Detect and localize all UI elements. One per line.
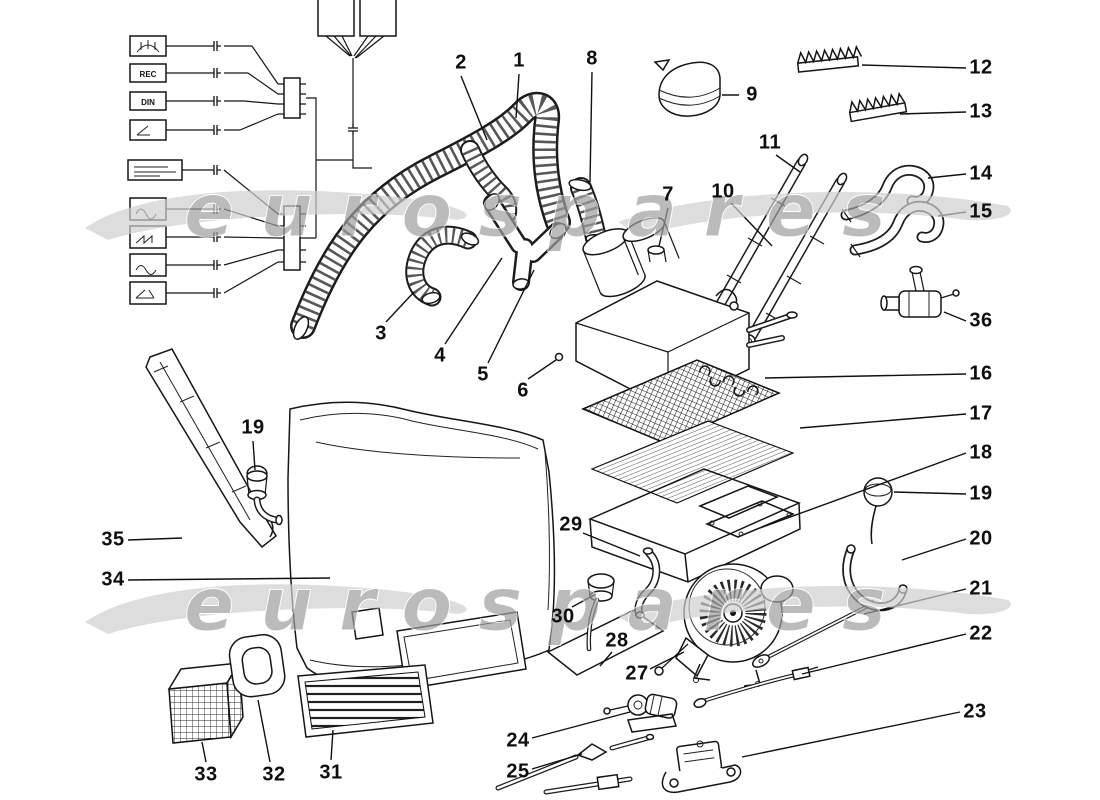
- leader-line-1: [515, 73, 520, 119]
- leader-line-22: [801, 633, 967, 675]
- y-duct-4-5: [483, 193, 567, 291]
- air-filter-33: [167, 660, 244, 744]
- switch-box-4: [129, 119, 167, 141]
- leader-line-28: [599, 651, 613, 667]
- lower-housing-18: [587, 468, 802, 583]
- leader-line-17: [799, 413, 967, 429]
- switch-icon: [135, 289, 155, 299]
- defrost-icon: [136, 40, 160, 53]
- panel-cutout-small: [351, 607, 384, 640]
- leader-line-13: [899, 111, 967, 115]
- relay-box-1: [317, 0, 355, 37]
- water-valve-36: [880, 265, 960, 318]
- hose-elbow-2: [460, 140, 518, 223]
- switch-icon: [135, 234, 153, 245]
- fan-blades: [699, 579, 767, 647]
- watermark-swoosh: [85, 584, 467, 634]
- check-valve-25: [495, 733, 655, 791]
- duct-collar-32: [228, 633, 286, 698]
- watermark-swoosh: [618, 586, 1011, 630]
- bottom-hose-partial: [543, 773, 633, 795]
- leader-line-23: [741, 711, 961, 758]
- leader-line-34: [127, 577, 331, 581]
- switch-icon: [135, 265, 157, 275]
- leader-line-5: [487, 269, 535, 364]
- watermark-row-2: eurospares: [85, 562, 1011, 648]
- grommet-19-left: [246, 465, 283, 526]
- leader-line-14: [927, 173, 967, 179]
- watermark-swoosh: [618, 192, 1011, 236]
- leader-line-33: [201, 741, 207, 763]
- leader-line-32: [257, 699, 271, 763]
- watermark-text: eurospares: [184, 562, 912, 648]
- leader-line-20: [901, 538, 967, 561]
- leader-line-24: [531, 711, 631, 739]
- clamp-12: [796, 44, 863, 73]
- hose-3: [405, 225, 480, 307]
- cover-9: [653, 59, 721, 117]
- leader-line-4: [444, 257, 503, 345]
- switch-box-5: [127, 159, 183, 181]
- switch-icon: [134, 166, 176, 177]
- vent-grille-31: [297, 664, 434, 738]
- firewall-panel-34: [287, 401, 556, 690]
- actuator-24: [603, 693, 678, 733]
- leader-lines: [127, 64, 967, 770]
- leader-line-27: [649, 651, 685, 670]
- cable-22: [693, 666, 819, 709]
- leader-line-11: [775, 154, 801, 173]
- relay-box-2: [359, 0, 397, 37]
- watermark-row-1: eurospares: [85, 168, 1011, 254]
- switch-box-9: [129, 281, 167, 305]
- switch-icon: [136, 125, 150, 136]
- leader-line-36: [943, 311, 967, 322]
- leader-line-25: [531, 753, 583, 770]
- leader-line-31: [330, 729, 334, 761]
- leader-line-35: [127, 537, 183, 541]
- screw-6: [554, 352, 564, 362]
- leader-line-12: [861, 64, 967, 69]
- hose-main-1-2: [290, 91, 571, 340]
- cap-19-right: [863, 477, 893, 545]
- grommet-30: [586, 573, 615, 652]
- watermark-swoosh: [85, 190, 467, 240]
- clamp-13: [848, 91, 908, 123]
- bracket-35: [145, 348, 277, 549]
- fin-core-17: [590, 420, 795, 504]
- heater-core-16: [581, 359, 781, 444]
- switch-label-din: DIN: [141, 98, 155, 107]
- leader-line-29: [582, 532, 641, 557]
- relay-bracket-23: [661, 740, 742, 794]
- watermark-text: eurospares: [184, 168, 912, 254]
- leader-line-19: [252, 440, 256, 471]
- leader-line-2: [460, 75, 488, 141]
- leader-line-18: [759, 452, 967, 529]
- leader-line-30: [571, 593, 597, 608]
- connector-block-upper: [283, 77, 301, 119]
- leader-line-6: [527, 359, 557, 380]
- drain-sheet-28: [546, 609, 665, 676]
- wiring-harness: REC DIN: [127, 0, 397, 305]
- switch-label-rec: REC: [140, 70, 157, 79]
- leader-line-16: [764, 373, 967, 379]
- leader-line-19: [893, 491, 967, 495]
- leader-line-3: [385, 291, 415, 323]
- leader-line-8: [589, 71, 593, 183]
